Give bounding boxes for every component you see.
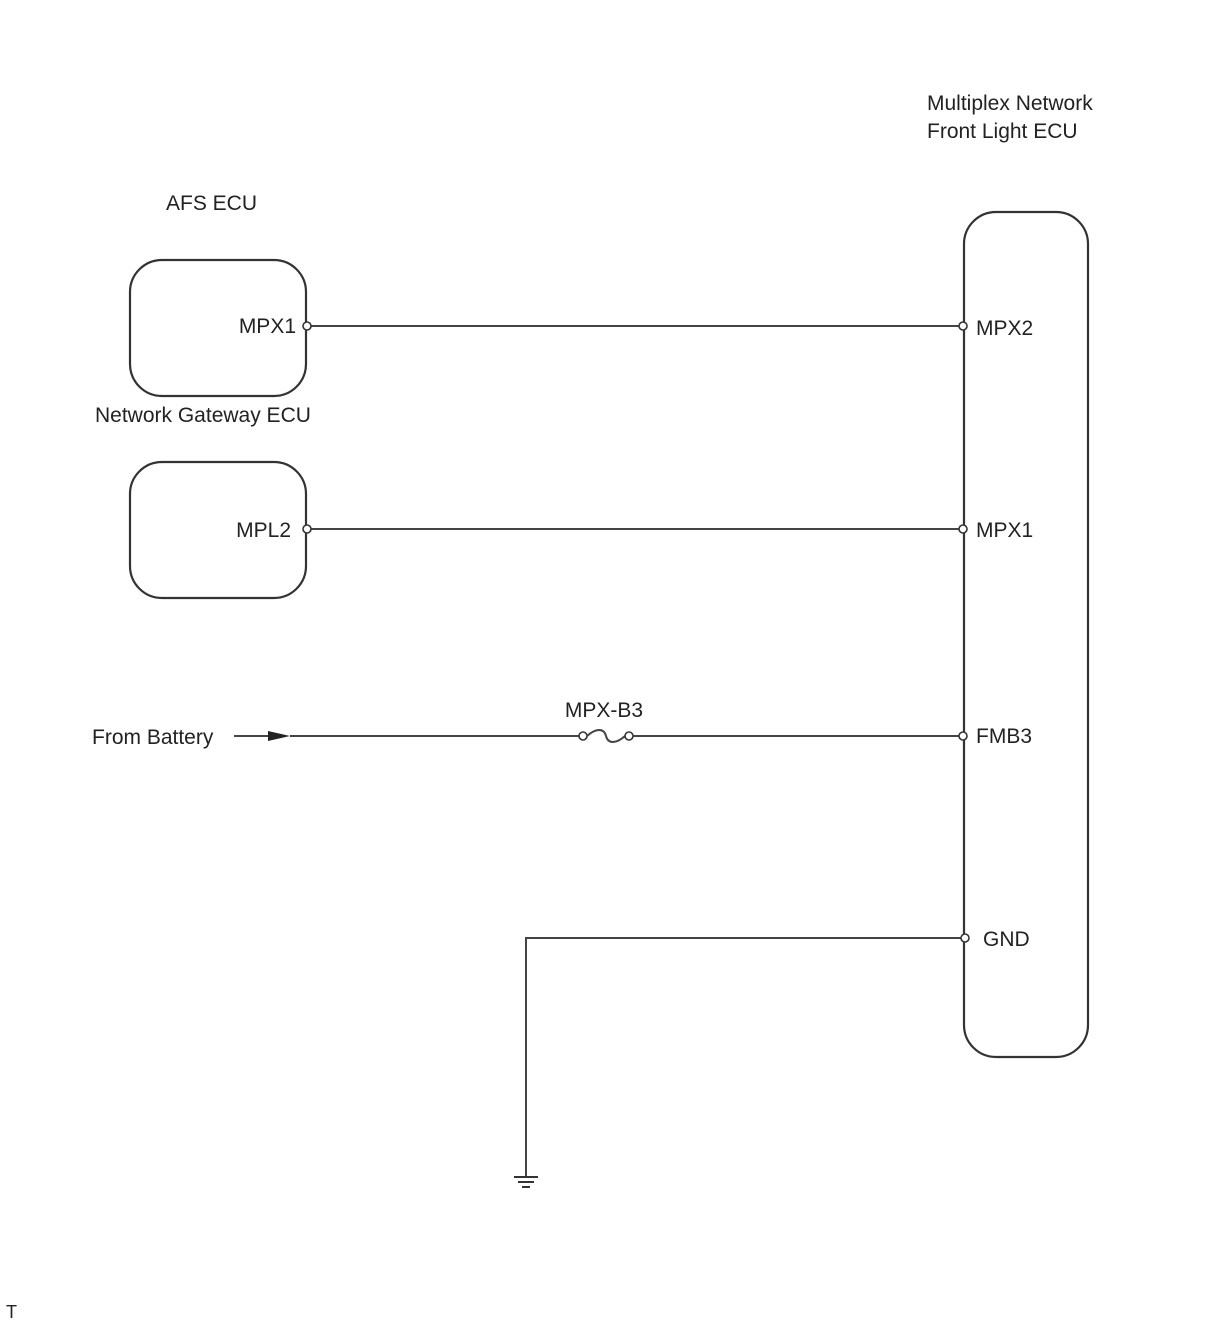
fuse-label: MPX-B3 <box>565 699 643 722</box>
fuse-terminal-left <box>578 731 588 741</box>
gateway-ecu-pin-mpl2: MPL2 <box>236 519 291 542</box>
fuse-terminal-right <box>624 731 634 741</box>
wire-gnd <box>525 937 961 1176</box>
front-light-ecu-title-line2: Front Light ECU <box>927 120 1078 143</box>
front-light-pin-gnd: GND <box>983 928 1030 951</box>
gateway-mpl2-terminal <box>302 524 312 534</box>
corner-mark: T <box>6 1302 17 1322</box>
front-light-pin-mpx2: MPX2 <box>976 317 1033 340</box>
gateway-ecu-title: Network Gateway ECU <box>95 404 311 427</box>
fuse-icon <box>586 729 626 743</box>
front-light-gnd-terminal <box>960 933 970 943</box>
front-light-pin-fmb3: FMB3 <box>976 725 1032 748</box>
afs-ecu-title: AFS ECU <box>166 192 257 215</box>
front-light-ecu-title-line1: Multiplex Network <box>927 92 1093 115</box>
from-battery-label: From Battery <box>92 726 214 749</box>
front-light-pin-mpx1: MPX1 <box>976 519 1033 542</box>
front-light-fmb3-terminal <box>958 731 968 741</box>
afs-mpx1-terminal <box>302 321 312 331</box>
front-light-mpx2-terminal <box>958 321 968 331</box>
afs-ecu-pin-mpx1: MPX1 <box>239 315 296 338</box>
arrow-right-icon <box>268 731 290 741</box>
front-light-mpx1-terminal <box>958 524 968 534</box>
front-light-ecu-box <box>962 210 1090 1059</box>
ground-icon <box>514 1176 538 1188</box>
